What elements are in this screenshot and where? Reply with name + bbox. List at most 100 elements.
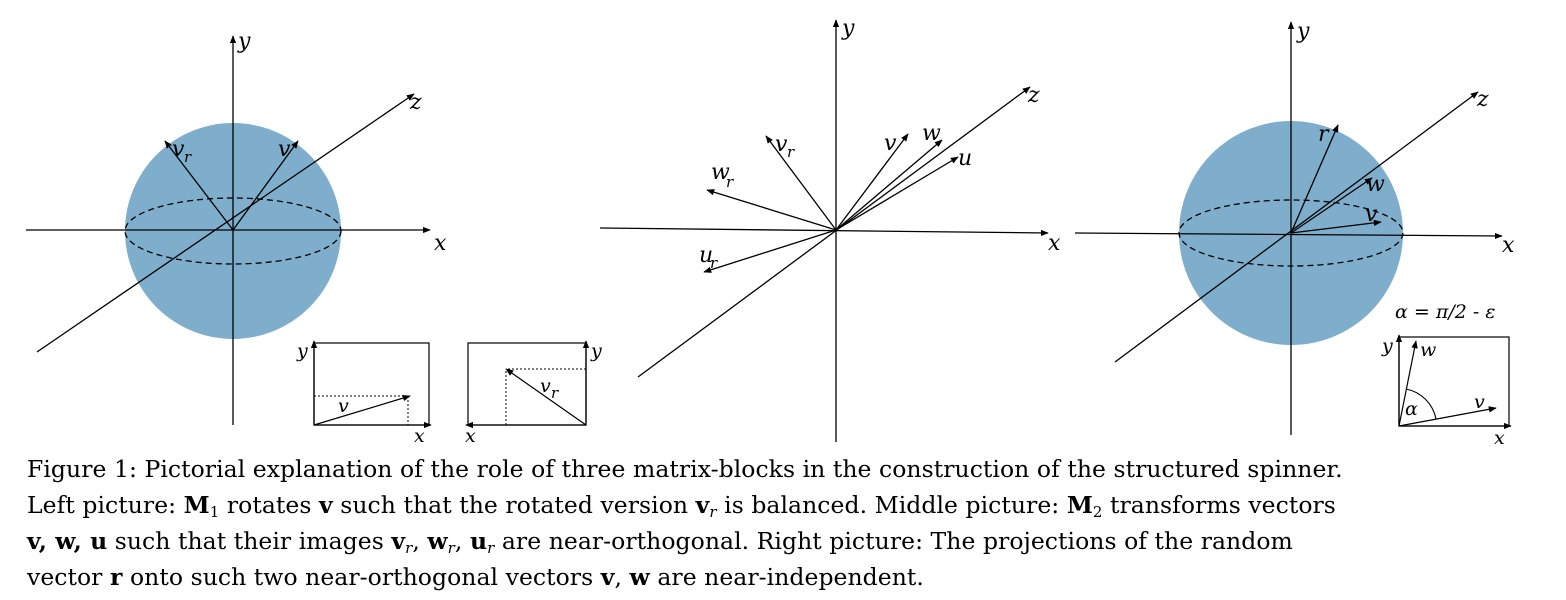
left-panel: x y z v v r y x v y x v r <box>26 29 602 447</box>
inset-v-r-label: v <box>540 375 551 397</box>
figure-1-diagram: x y z v v r y x v y x v r <box>26 16 1515 449</box>
math-w: w <box>629 563 650 591</box>
x-label: x <box>1048 231 1061 256</box>
v-r-label: v <box>775 132 788 157</box>
u-r-label: u <box>699 243 713 268</box>
vector-u-r <box>703 229 837 273</box>
math-v: v <box>695 491 710 519</box>
inset-v-r-subscript: r <box>551 384 559 402</box>
v-r-subscript: r <box>787 143 795 161</box>
inset-vector-v-r <box>505 368 587 426</box>
angle-formula: α = π/2 - ε <box>1395 301 1496 323</box>
inset-v-label: v <box>338 395 349 417</box>
math-vwu: v, w, u <box>27 527 108 555</box>
figure-label: Figure 1: <box>27 455 137 483</box>
x-axis <box>1074 232 1503 240</box>
math-sub: r <box>405 539 413 557</box>
caption-line-3: v, w, u such that their images vr, wr, u… <box>27 523 1522 559</box>
inset-y-label: y <box>296 340 308 362</box>
z-label: z <box>1476 87 1489 112</box>
v-r-label: v <box>172 137 185 162</box>
v-label: v <box>278 137 291 162</box>
vector-r <box>1290 124 1339 234</box>
inset-alpha-label: α <box>1405 398 1418 420</box>
v-label: v <box>884 131 897 156</box>
inset-angle-arc <box>1405 388 1437 420</box>
y-label: y <box>841 16 855 41</box>
inset-left: y x v r <box>465 340 602 447</box>
caption-text: Left picture: <box>27 491 177 519</box>
caption-text: such that the rotated version <box>340 491 689 519</box>
caption-line-2: Left picture: M1 rotates v such that the… <box>27 487 1522 523</box>
caption-comma: , <box>614 563 622 591</box>
caption-text: such that their images <box>114 527 384 555</box>
x-label: x <box>1502 233 1515 258</box>
u-r-subscript: r <box>710 254 718 272</box>
caption-comma: , <box>412 527 420 555</box>
caption-line-4: vector r onto such two near-orthogonal v… <box>27 559 1522 595</box>
v-r-subscript: r <box>184 148 192 166</box>
inset-right-panel: y w v α x <box>1381 334 1512 449</box>
caption-text: are near-independent. <box>657 563 924 591</box>
inset-vector-v <box>313 395 411 426</box>
w-label: w <box>1366 172 1385 197</box>
math-sub: r <box>447 539 455 557</box>
caption-line-1: Figure 1: Pictorial explanation of the r… <box>27 451 1522 487</box>
z-axis <box>1114 91 1479 363</box>
inset-w-label: w <box>1420 339 1436 361</box>
caption-text: onto such two near-orthogonal vectors <box>129 563 594 591</box>
w-r-subscript: r <box>726 173 734 191</box>
math-v: v <box>319 491 333 519</box>
y-label: y <box>1296 19 1310 44</box>
z-axis <box>36 93 415 353</box>
caption-comma: , <box>454 527 463 555</box>
inset-frame <box>313 342 430 426</box>
inset-y-label: y <box>590 340 602 362</box>
math-r: r <box>110 563 123 591</box>
x-axis <box>599 227 1049 237</box>
caption-text: vector <box>27 563 103 591</box>
vector-v-r <box>765 135 837 231</box>
figure-caption: Figure 1: Pictorial explanation of the r… <box>27 451 1522 595</box>
z-label: z <box>1027 83 1040 108</box>
vector-v-r <box>164 140 234 231</box>
right-panel: x y z r w v α = π/2 - ε y w v α x <box>1074 19 1515 449</box>
inset-vector-w <box>1398 340 1418 427</box>
caption-text: Pictorial explanation of the role of thr… <box>144 455 1343 483</box>
math-v: v <box>391 527 406 555</box>
math-M: M <box>183 491 210 519</box>
math-u: u <box>469 527 488 555</box>
inset-v-label: v <box>1474 391 1485 413</box>
vector-u <box>835 156 959 231</box>
inset-x-label: x <box>414 425 425 447</box>
w-r-label: w <box>711 160 730 185</box>
math-w: w <box>427 527 448 555</box>
vector-w-r <box>706 189 837 231</box>
inset-x-label: x <box>465 425 476 447</box>
z-label: z <box>409 90 422 115</box>
middle-panel: x y z v w u v r w r u r <box>599 16 1061 442</box>
math-M: M <box>1066 491 1093 519</box>
caption-text: rotates <box>226 491 312 519</box>
math-v: v <box>600 563 615 591</box>
inset-y-label: y <box>1381 335 1393 357</box>
vector-w <box>835 139 943 231</box>
vector-v <box>835 133 909 231</box>
r-label: r <box>1318 122 1330 147</box>
caption-text: are near-orthogonal. Right picture: The … <box>501 527 1293 555</box>
vector-v <box>232 140 299 231</box>
inset-vector-v <box>1398 406 1497 427</box>
inset-x-label: x <box>1494 427 1505 449</box>
v-label: v <box>1365 202 1378 227</box>
math-sub: 1 <box>209 503 220 521</box>
caption-text: transforms vectors <box>1110 491 1336 519</box>
math-sub: r <box>709 503 717 521</box>
x-label: x <box>434 231 447 256</box>
vector-w <box>1290 177 1373 234</box>
vector-v <box>1290 219 1382 234</box>
y-label: y <box>237 29 251 54</box>
math-sub: r <box>487 539 495 557</box>
w-label: w <box>922 121 941 146</box>
caption-text: is balanced. Middle picture: <box>724 491 1060 519</box>
inset-right: y x v <box>296 340 432 447</box>
